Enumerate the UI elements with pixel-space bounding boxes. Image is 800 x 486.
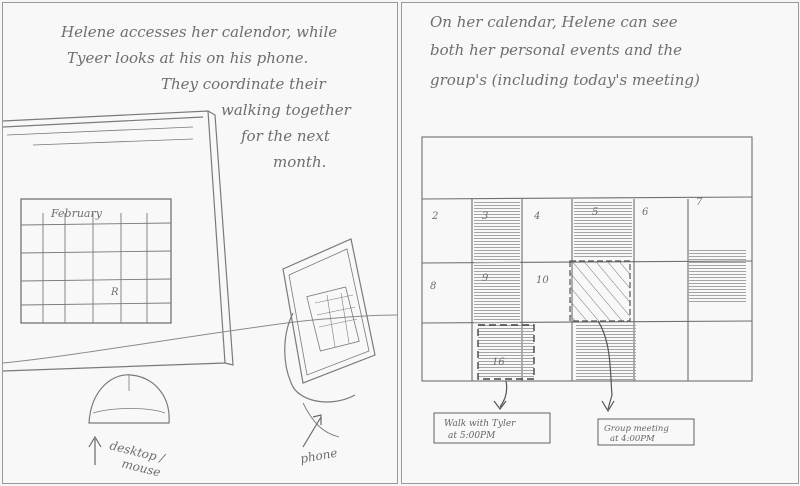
- meeting-label-line-1: Group meeting: [604, 424, 669, 434]
- day-number-10: 10: [536, 275, 549, 286]
- day-number-8: 8: [430, 281, 436, 292]
- desk-edge-line: [3, 314, 397, 364]
- day-number-4: 4: [533, 211, 540, 222]
- day-number-2: 2: [431, 211, 438, 222]
- day-number-6: 6: [642, 207, 649, 218]
- left-panel-sketch: Helene accesses her calendor, while Tyee…: [3, 23, 397, 479]
- left-caption-line-2: Tyeer looks at his on his phone.: [67, 49, 308, 67]
- monitor-calendar-title: February: [50, 207, 103, 220]
- left-caption-line-5: for the next: [240, 127, 331, 145]
- meeting-label-box: Group meeting at 4:00PM: [597, 418, 695, 446]
- day-number-5: 5: [592, 207, 598, 218]
- left-storyboard-panel: Helene accesses her calendor, while Tyee…: [2, 2, 398, 484]
- meeting-label-line-2: at 4:00PM: [610, 434, 655, 444]
- day-number-7: 7: [696, 197, 703, 208]
- right-caption-line-1: On her calendar, Helene can see: [430, 13, 678, 31]
- right-caption-line-2: both her personal events and the: [430, 41, 682, 59]
- walk-label-box: Walk with Tyler at 5:00PM: [433, 412, 551, 444]
- walk-arrow: [493, 380, 508, 410]
- right-caption-line-3: group's (including today's meeting): [430, 71, 700, 89]
- day-number-3: 3: [482, 211, 488, 222]
- left-caption-line-3: They coordinate their: [161, 75, 326, 93]
- left-caption-line-4: walking together: [221, 101, 352, 119]
- label-phone: phone: [299, 446, 338, 466]
- shaded-personal-event-col-3: [474, 201, 520, 323]
- walk-label-line-2: at 5:00PM: [448, 431, 496, 441]
- right-storyboard-panel: On her calendar, Helene can see both her…: [401, 2, 799, 484]
- phone-sketch: [282, 238, 376, 438]
- phone-arrow: [302, 414, 322, 448]
- meeting-arrow: [597, 320, 615, 413]
- walk-label-line-1: Walk with Tyler: [444, 419, 516, 429]
- shaded-event-week3: [576, 323, 636, 381]
- right-panel-sketch: On her calendar, Helene can see both her…: [421, 13, 753, 446]
- left-caption-line-1: Helene accesses her calendor, while: [60, 23, 337, 41]
- day-number-16: 16: [492, 357, 505, 368]
- shaded-event-week2-end: [688, 249, 746, 303]
- desktop-arrow: [88, 435, 102, 465]
- monitor-calendar-mark: R: [110, 287, 119, 298]
- left-caption-line-6: month.: [273, 153, 326, 171]
- walk-with-tyler-cell: [477, 324, 535, 380]
- desktop-monitor-sketch: [3, 110, 234, 372]
- shaded-event-day-5-6: [574, 201, 632, 259]
- group-meeting-cell: [569, 260, 631, 322]
- day-number-9: 9: [482, 273, 489, 284]
- mouse-sketch: [88, 374, 170, 424]
